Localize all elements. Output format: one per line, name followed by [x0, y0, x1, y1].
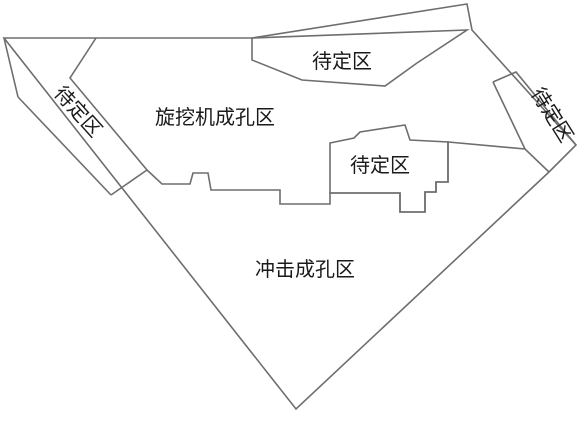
rotary-impact-divider — [146, 141, 550, 213]
pending-middle-zone-label: 待定区 — [350, 153, 410, 177]
pending-top-boundary — [251, 29, 470, 87]
pending-right-inner-edge — [492, 81, 526, 150]
pending-middle-boundary — [329, 124, 449, 213]
site-boundary — [2, 3, 578, 411]
pending-right-zone-label: 待定区 — [526, 83, 578, 147]
pending-right-boundary — [492, 71, 577, 146]
rotary-drilling-zone-label: 旋挖机成孔区 — [155, 105, 275, 129]
pending-left-left-edge — [3, 37, 19, 98]
impact-drilling-zone-label: 冲击成孔区 — [255, 257, 355, 281]
pending-top-zone-label: 待定区 — [312, 49, 372, 73]
pending-left-bottom-edge — [17, 96, 112, 196]
pending-left-boundary — [69, 37, 149, 196]
